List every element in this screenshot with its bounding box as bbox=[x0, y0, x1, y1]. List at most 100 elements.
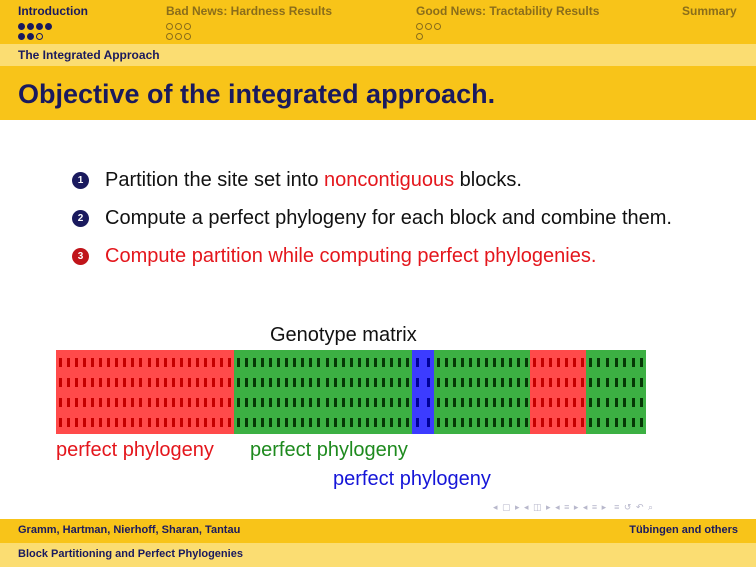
matrix-cell bbox=[268, 358, 272, 367]
matrix-cell bbox=[416, 358, 419, 367]
matrix-cell bbox=[366, 378, 369, 387]
matrix-cell bbox=[548, 358, 552, 367]
intro-slide-dots-row2[interactable] bbox=[18, 33, 45, 40]
matrix-cell bbox=[374, 398, 378, 407]
matrix-cell bbox=[309, 358, 313, 367]
matrix-cell bbox=[252, 418, 256, 427]
matrix-cell bbox=[476, 418, 480, 427]
matrix-cell bbox=[540, 358, 544, 367]
matrix-cell bbox=[333, 398, 337, 407]
frame-title: Objective of the integrated approach. bbox=[18, 79, 496, 109]
matrix-cell bbox=[640, 418, 644, 427]
matrix-cell bbox=[107, 418, 111, 427]
matrix-cell bbox=[597, 358, 601, 367]
matrix-cell bbox=[196, 418, 200, 427]
matrix-cell bbox=[220, 358, 224, 367]
matrix-cell bbox=[171, 398, 175, 407]
matrix-cell bbox=[260, 398, 264, 407]
matrix-cell bbox=[605, 418, 609, 427]
matrix-cell bbox=[301, 378, 305, 387]
matrix-cell bbox=[605, 398, 609, 407]
matrix-cell bbox=[492, 358, 496, 367]
matrix-cell bbox=[179, 398, 183, 407]
matrix-cell bbox=[252, 398, 256, 407]
nav-section-introduction[interactable]: Introduction bbox=[18, 4, 88, 18]
matrix-cell bbox=[516, 418, 520, 427]
navigation-symbols[interactable]: ◂ ▢ ▸ ◂ ◫ ▸ ◂ ≡ ▸ ◂ ≡ ▸ ≡ ↺ ↶ ⌕ bbox=[493, 502, 655, 512]
matrix-cell bbox=[293, 358, 297, 367]
matrix-cell bbox=[277, 378, 280, 387]
matrix-cell bbox=[293, 398, 297, 407]
matrix-cell bbox=[614, 378, 618, 387]
matrix-cell bbox=[524, 418, 528, 427]
matrix-cell bbox=[163, 358, 167, 367]
matrix-cell bbox=[508, 418, 512, 427]
item-text: Compute a perfect phylogeny for each blo… bbox=[105, 207, 672, 229]
matrix-cell bbox=[484, 418, 488, 427]
footer-authors: Gramm, Hartman, Nierhoff, Sharan, Tantau bbox=[18, 524, 241, 536]
matrix-cell bbox=[188, 398, 191, 407]
matrix-cell bbox=[444, 418, 448, 427]
intro-slide-dots-row1[interactable] bbox=[18, 23, 54, 30]
matrix-cell bbox=[357, 378, 361, 387]
tractability-slide-dots-row1[interactable] bbox=[416, 23, 443, 30]
matrix-cell bbox=[333, 358, 337, 367]
hardness-slide-dots-row1[interactable] bbox=[166, 23, 193, 30]
nav-section-hardness[interactable]: Bad News: Hardness Results bbox=[166, 4, 333, 18]
matrix-cell bbox=[508, 378, 512, 387]
matrix-cell bbox=[605, 378, 609, 387]
matrix-cell bbox=[476, 378, 480, 387]
matrix-cell bbox=[163, 378, 167, 387]
matrix-cell bbox=[147, 398, 151, 407]
matrix-cell bbox=[468, 378, 472, 387]
matrix-cell bbox=[333, 378, 337, 387]
list-item: 2 Compute a perfect phylogeny for each b… bbox=[72, 204, 712, 232]
nav-section-tractability[interactable]: Good News: Tractability Results bbox=[416, 4, 600, 18]
footer-bar-top: Gramm, Hartman, Nierhoff, Sharan, Tantau… bbox=[0, 519, 756, 543]
tractability-slide-dots-row2[interactable] bbox=[416, 33, 425, 40]
matrix-cell bbox=[588, 378, 592, 387]
matrix-block-red bbox=[56, 350, 234, 434]
matrix-cell bbox=[406, 358, 410, 367]
matrix-cell bbox=[540, 418, 544, 427]
matrix-cell bbox=[309, 418, 313, 427]
item-highlight: noncontiguous bbox=[324, 169, 455, 191]
matrix-cell bbox=[236, 358, 240, 367]
matrix-cell bbox=[309, 378, 313, 387]
hardness-slide-dots-row2[interactable] bbox=[166, 33, 193, 40]
matrix-cell bbox=[99, 358, 102, 367]
matrix-cell bbox=[99, 398, 102, 407]
nav-section-summary[interactable]: Summary bbox=[682, 4, 737, 18]
matrix-cell bbox=[640, 398, 644, 407]
matrix-cell bbox=[572, 358, 576, 367]
footer-institute: Tübingen and others bbox=[629, 524, 738, 536]
matrix-cell bbox=[285, 418, 289, 427]
matrix-cell bbox=[179, 358, 183, 367]
matrix-cell bbox=[212, 418, 216, 427]
subsection-title[interactable]: The Integrated Approach bbox=[18, 48, 160, 62]
matrix-cell bbox=[508, 398, 512, 407]
matrix-cell bbox=[260, 378, 264, 387]
matrix-cell bbox=[204, 378, 208, 387]
matrix-cell bbox=[460, 378, 464, 387]
matrix-cell bbox=[99, 378, 102, 387]
matrix-cell bbox=[640, 358, 644, 367]
matrix-cell bbox=[301, 358, 305, 367]
matrix-cell bbox=[179, 378, 183, 387]
matrix-cell bbox=[588, 398, 592, 407]
matrix-cell bbox=[540, 398, 544, 407]
matrix-cell bbox=[268, 418, 272, 427]
matrix-cell bbox=[349, 378, 353, 387]
matrix-cell bbox=[382, 398, 386, 407]
matrix-cell bbox=[492, 398, 496, 407]
objective-list: 1 Partition the site set into noncontigu… bbox=[72, 166, 712, 280]
matrix-cell bbox=[374, 358, 378, 367]
matrix-cell bbox=[139, 378, 143, 387]
footer-title: Block Partitioning and Perfect Phylogeni… bbox=[18, 548, 243, 560]
matrix-cell bbox=[398, 378, 402, 387]
matrix-cell bbox=[524, 378, 528, 387]
list-item: 3 Compute partition while computing perf… bbox=[72, 242, 712, 270]
matrix-cell bbox=[74, 378, 78, 387]
matrix-cell bbox=[204, 398, 208, 407]
matrix-cell bbox=[484, 378, 488, 387]
